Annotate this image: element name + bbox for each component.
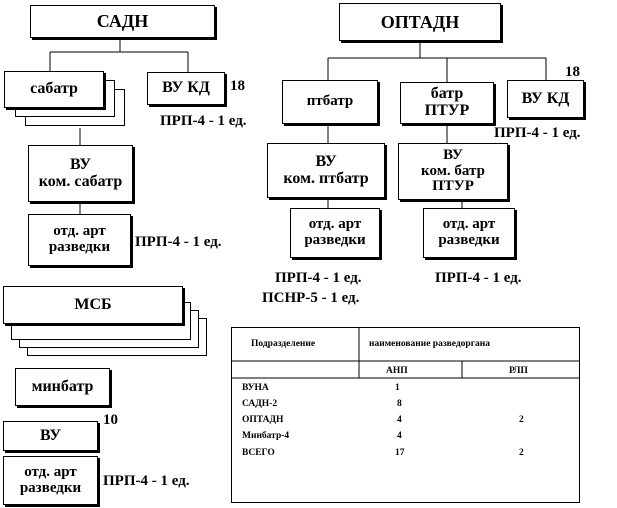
sadn-label: САДН <box>96 11 149 32</box>
header-anp: АНП <box>386 366 408 376</box>
sadn-box: САДН <box>30 5 215 38</box>
vu-kom-batr-ptur-line3: ПТУР <box>432 178 474 195</box>
otd-art-razv-3-line1: отд. арт <box>442 216 496 233</box>
otd-art-razv-box-1: отд. арт разведки <box>28 214 131 266</box>
otd-art-razv-bottom-box: отд. арт разведки <box>3 456 98 505</box>
batr-ptur-box: батр ПТУР <box>400 82 494 124</box>
number-18-left: 18 <box>230 78 245 94</box>
row-unit: ОПТАДН <box>242 415 284 425</box>
sabatr-box: сабатр <box>4 71 104 108</box>
number-18-right: 18 <box>565 64 580 80</box>
row-anp: 4 <box>397 431 402 441</box>
row-rlp: 2 <box>519 415 524 425</box>
vu-kd-right-box: ВУ КД <box>507 80 584 118</box>
prp-sadn-kd-label: ПРП-4 - 1 ед. <box>160 113 247 129</box>
row-anp: 1 <box>395 383 400 393</box>
minbatr-label: минбатр <box>31 377 94 395</box>
row-unit: ВСЕГО <box>242 448 275 458</box>
prp-optadn-kd-label: ПРП-4 - 1 ед. <box>494 125 581 141</box>
vu-kom-batr-ptur-box: ВУ ком. батр ПТУР <box>398 143 508 200</box>
otd-art-razv-2-line2: разведки <box>304 232 366 248</box>
header-name: наименование разведоргана <box>369 339 490 349</box>
otd-art-razv-box-2: отд. арт разведки <box>290 208 380 258</box>
prp-ptur-label: ПРП-4 - 1 ед. <box>435 270 522 286</box>
vu-kom-ptbatr-line1: ВУ <box>315 152 337 170</box>
otd-art-razv-bottom-line2: разведки <box>19 479 82 496</box>
vu-kom-sabatr-box: ВУ ком. сабатр <box>28 145 133 202</box>
psnr-ptbatr-label: ПСНР-5 - 1 ед. <box>262 290 360 306</box>
otd-art-razv-box-3: отд. арт разведки <box>423 208 515 258</box>
batr-ptur-line1: батр <box>430 85 464 103</box>
row-anp: 8 <box>397 399 402 409</box>
summary-table: Подразделение наименование разведоргана … <box>231 327 580 503</box>
prp-sabatr-razv-label: ПРП-4 - 1 ед. <box>135 234 222 250</box>
number-10: 10 <box>103 412 118 428</box>
row-anp: 4 <box>397 415 402 425</box>
otd-art-razv-2-line1: отд. арт <box>308 216 362 233</box>
prp-ptbatr-label: ПРП-4 - 1 ед. <box>275 270 362 286</box>
vu-kom-sabatr-line2: ком. сабатр <box>38 172 123 190</box>
otd-art-razv-3-line2: разведки <box>438 232 500 248</box>
ptbatr-label: птбатр <box>306 93 354 110</box>
row-anp: 17 <box>395 448 405 458</box>
vu-kom-sabatr-line1: ВУ <box>69 155 92 173</box>
vu-kom-batr-ptur-line1: ВУ <box>443 146 463 163</box>
otd-art-razv-1-line1: отд. арт <box>53 223 106 240</box>
vu-bottom-label: ВУ <box>39 426 62 444</box>
header-subdivision: Подразделение <box>251 339 316 349</box>
vu-kom-ptbatr-box: ВУ ком. птбатр <box>267 143 385 198</box>
row-unit: ВУНА <box>242 383 269 393</box>
table-grid-lines <box>232 328 579 379</box>
otd-art-razv-1-line2: разведки <box>48 239 111 255</box>
vu-kd-left-label: ВУ КД <box>162 79 210 97</box>
vu-kd-right-label: ВУ КД <box>521 89 570 107</box>
msb-box: МСБ <box>3 286 183 324</box>
otd-art-razv-bottom-line1: отд. арт <box>24 463 77 480</box>
ptbatr-box: птбатр <box>282 80 378 124</box>
vu-kd-left-box: ВУ КД <box>147 72 225 105</box>
vu-bottom-box: ВУ <box>3 421 98 451</box>
optadn-label: ОПТАДН <box>380 11 460 32</box>
header-rlp: РЛП <box>509 366 528 376</box>
prp-minbatr-label: ПРП-4 - 1 ед. <box>103 473 190 489</box>
minbatr-box: минбатр <box>15 368 110 406</box>
row-unit: САДН-2 <box>242 399 278 409</box>
row-rlp: 2 <box>519 448 524 458</box>
optadn-box: ОПТАДН <box>339 3 501 41</box>
msb-label: МСБ <box>74 295 112 313</box>
sabatr-label: сабатр <box>30 80 78 98</box>
batr-ptur-line2: ПТУР <box>424 102 470 119</box>
vu-kom-batr-ptur-line2: ком. батр <box>421 162 485 179</box>
vu-kom-ptbatr-line2: ком. птбатр <box>283 169 369 187</box>
row-unit: Минбатр-4 <box>242 431 290 441</box>
